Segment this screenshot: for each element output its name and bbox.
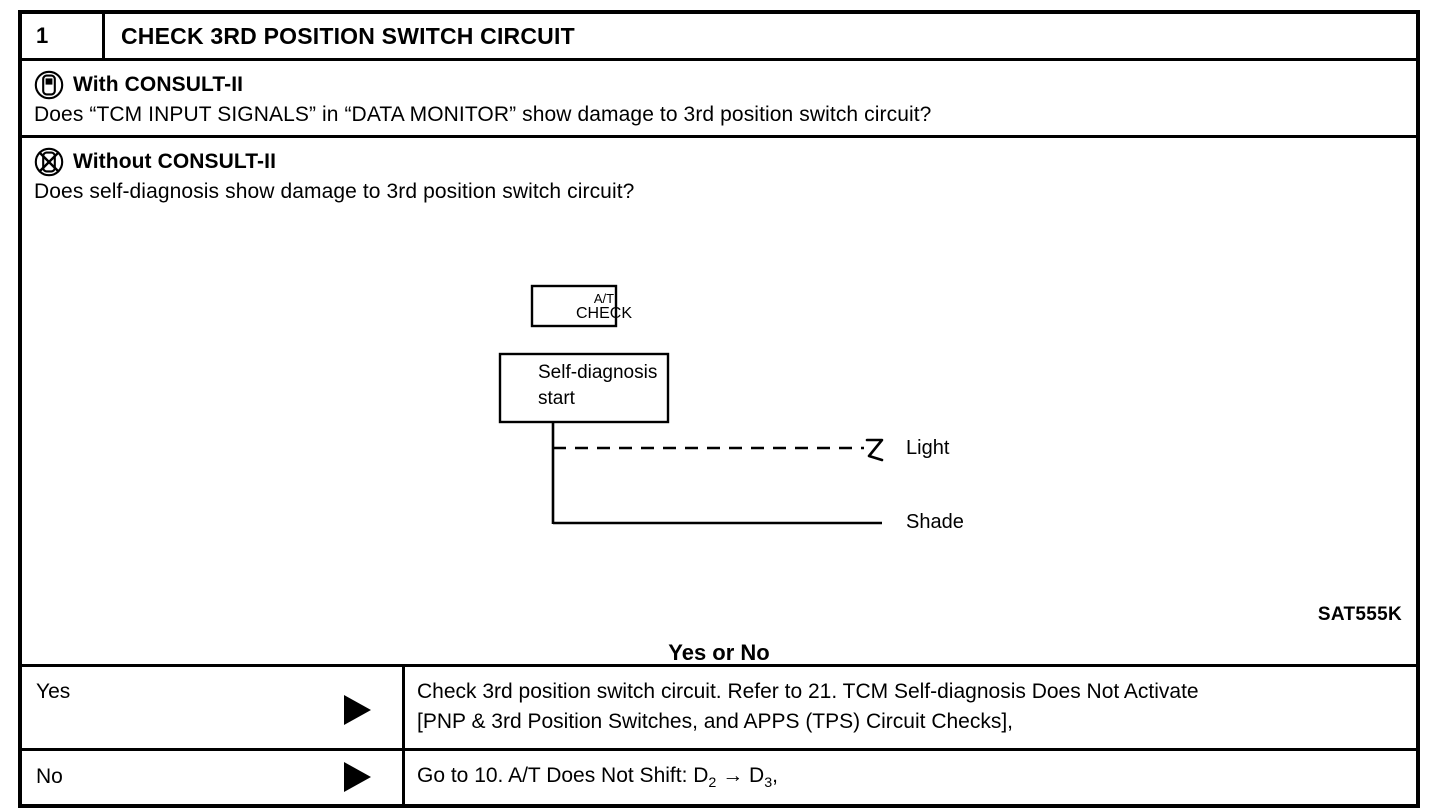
step-number: 1 bbox=[22, 14, 105, 58]
at-check-label: A/T CHECK bbox=[562, 292, 646, 322]
answer-label-no: No bbox=[36, 765, 63, 789]
with-consult-heading: With CONSULT-II bbox=[34, 70, 1416, 100]
step-title: CHECK 3RD POSITION SWITCH CIRCUIT bbox=[121, 22, 575, 49]
shade-label: Shade bbox=[906, 511, 964, 533]
without-consult-block: Without CONSULT-II Does self-diagnosis s… bbox=[22, 138, 1416, 665]
figure-code: SAT555K bbox=[1317, 604, 1402, 625]
right-triangle-icon bbox=[344, 695, 371, 725]
answer-action-yes: Check 3rd position switch circuit. Refer… bbox=[405, 667, 1416, 748]
answer-label-yes: Yes bbox=[36, 680, 71, 703]
self-diagnosis-line-1: Self-diagnosis bbox=[538, 362, 658, 383]
answer-action-no-prefix: Go to 10. A/T Does Not Shift: D bbox=[417, 763, 709, 787]
self-diagnosis-label: Self-diagnosis start bbox=[538, 360, 657, 412]
answer-label-no-cell: No bbox=[22, 750, 405, 804]
answer-action-no-suffix: , bbox=[772, 763, 778, 787]
answer-row-yes: Yes Check 3rd position switch circuit. R… bbox=[22, 664, 1416, 748]
consult-device-icon bbox=[34, 70, 64, 100]
answer-action-no-mid: → D bbox=[716, 763, 765, 787]
at-check-line-2: CHECK bbox=[575, 304, 632, 322]
consult-device-crossed-icon bbox=[34, 147, 64, 177]
self-diagnosis-box bbox=[498, 352, 670, 424]
service-manual-page: 1 CHECK 3RD POSITION SWITCH CIRCUIT With… bbox=[18, 10, 1420, 808]
without-consult-text: Without CONSULT-II Does self-diagnosis s… bbox=[22, 138, 1416, 212]
self-diagnosis-figure: A/T CHECK Self-diagnosis start Light Sha… bbox=[22, 212, 1416, 665]
at-check-box bbox=[530, 284, 618, 328]
at-check-line-1: A/T bbox=[593, 291, 615, 306]
diagnostic-step-table: 1 CHECK 3RD POSITION SWITCH CIRCUIT With… bbox=[18, 10, 1420, 808]
answer-action-no-line-1: Go to 10. A/T Does Not Shift: D2 → D3, bbox=[417, 761, 1406, 794]
answer-label-yes-cell: Yes bbox=[22, 667, 405, 748]
without-consult-row: Without CONSULT-II Does self-diagnosis s… bbox=[22, 135, 1416, 665]
result-prompt: Yes or No bbox=[668, 640, 770, 665]
self-diagnosis-line-2: start bbox=[538, 388, 575, 410]
without-consult-label: Without CONSULT-II bbox=[73, 150, 277, 173]
answer-action-no: Go to 10. A/T Does Not Shift: D2 → D3, bbox=[405, 751, 1416, 804]
answer-action-no-sub-1: 2 bbox=[708, 775, 717, 792]
right-triangle-icon bbox=[344, 762, 371, 793]
break-squiggle-icon bbox=[865, 438, 884, 462]
light-label: Light bbox=[906, 437, 950, 459]
answer-action-yes-line-1: Check 3rd position switch circuit. Refer… bbox=[417, 680, 1199, 703]
with-consult-question: Does “TCM INPUT SIGNALS” in “DATA MONITO… bbox=[34, 103, 932, 126]
without-consult-question: Does self-diagnosis show damage to 3rd p… bbox=[34, 180, 635, 203]
with-consult-label: With CONSULT-II bbox=[73, 73, 244, 96]
with-consult-row: With CONSULT-II Does “TCM INPUT SIGNALS”… bbox=[22, 58, 1416, 135]
answer-action-yes-line-2: [PNP & 3rd Position Switches, and APPS (… bbox=[417, 710, 1014, 734]
without-consult-heading: Without CONSULT-II bbox=[34, 147, 1416, 177]
answer-row-no: No Go to 10. A/T Does Not Shift: D2 → D3… bbox=[22, 747, 1416, 804]
with-consult-block: With CONSULT-II Does “TCM INPUT SIGNALS”… bbox=[22, 61, 1416, 135]
answer-action-no-sub-2: 3 bbox=[764, 775, 773, 792]
step-header-row: 1 CHECK 3RD POSITION SWITCH CIRCUIT bbox=[22, 14, 1416, 58]
